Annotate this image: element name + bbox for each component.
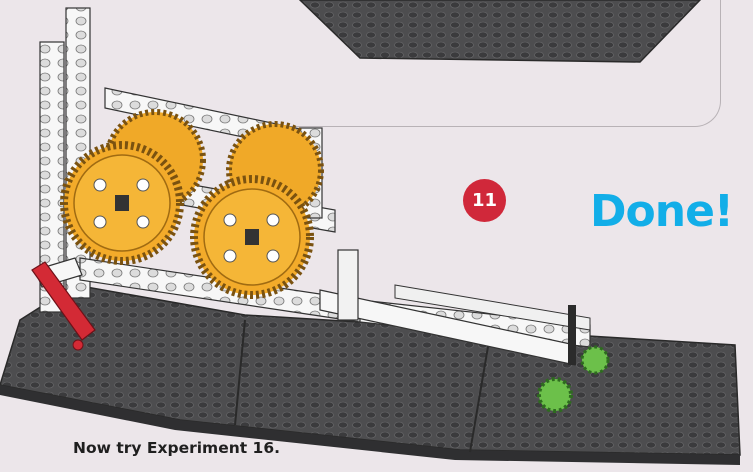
step-number-badge: 11: [463, 179, 506, 222]
baseplate-top: [298, 0, 702, 63]
previous-step-panel-border: [160, 0, 721, 127]
crank-handle-icon: [31, 257, 96, 351]
gear-icon: [60, 141, 184, 265]
done-label: Done!: [590, 186, 734, 237]
axle-icon: [537, 305, 610, 413]
gear-icon: [190, 175, 314, 299]
next-experiment-text: Now try Experiment 16.: [73, 439, 281, 457]
